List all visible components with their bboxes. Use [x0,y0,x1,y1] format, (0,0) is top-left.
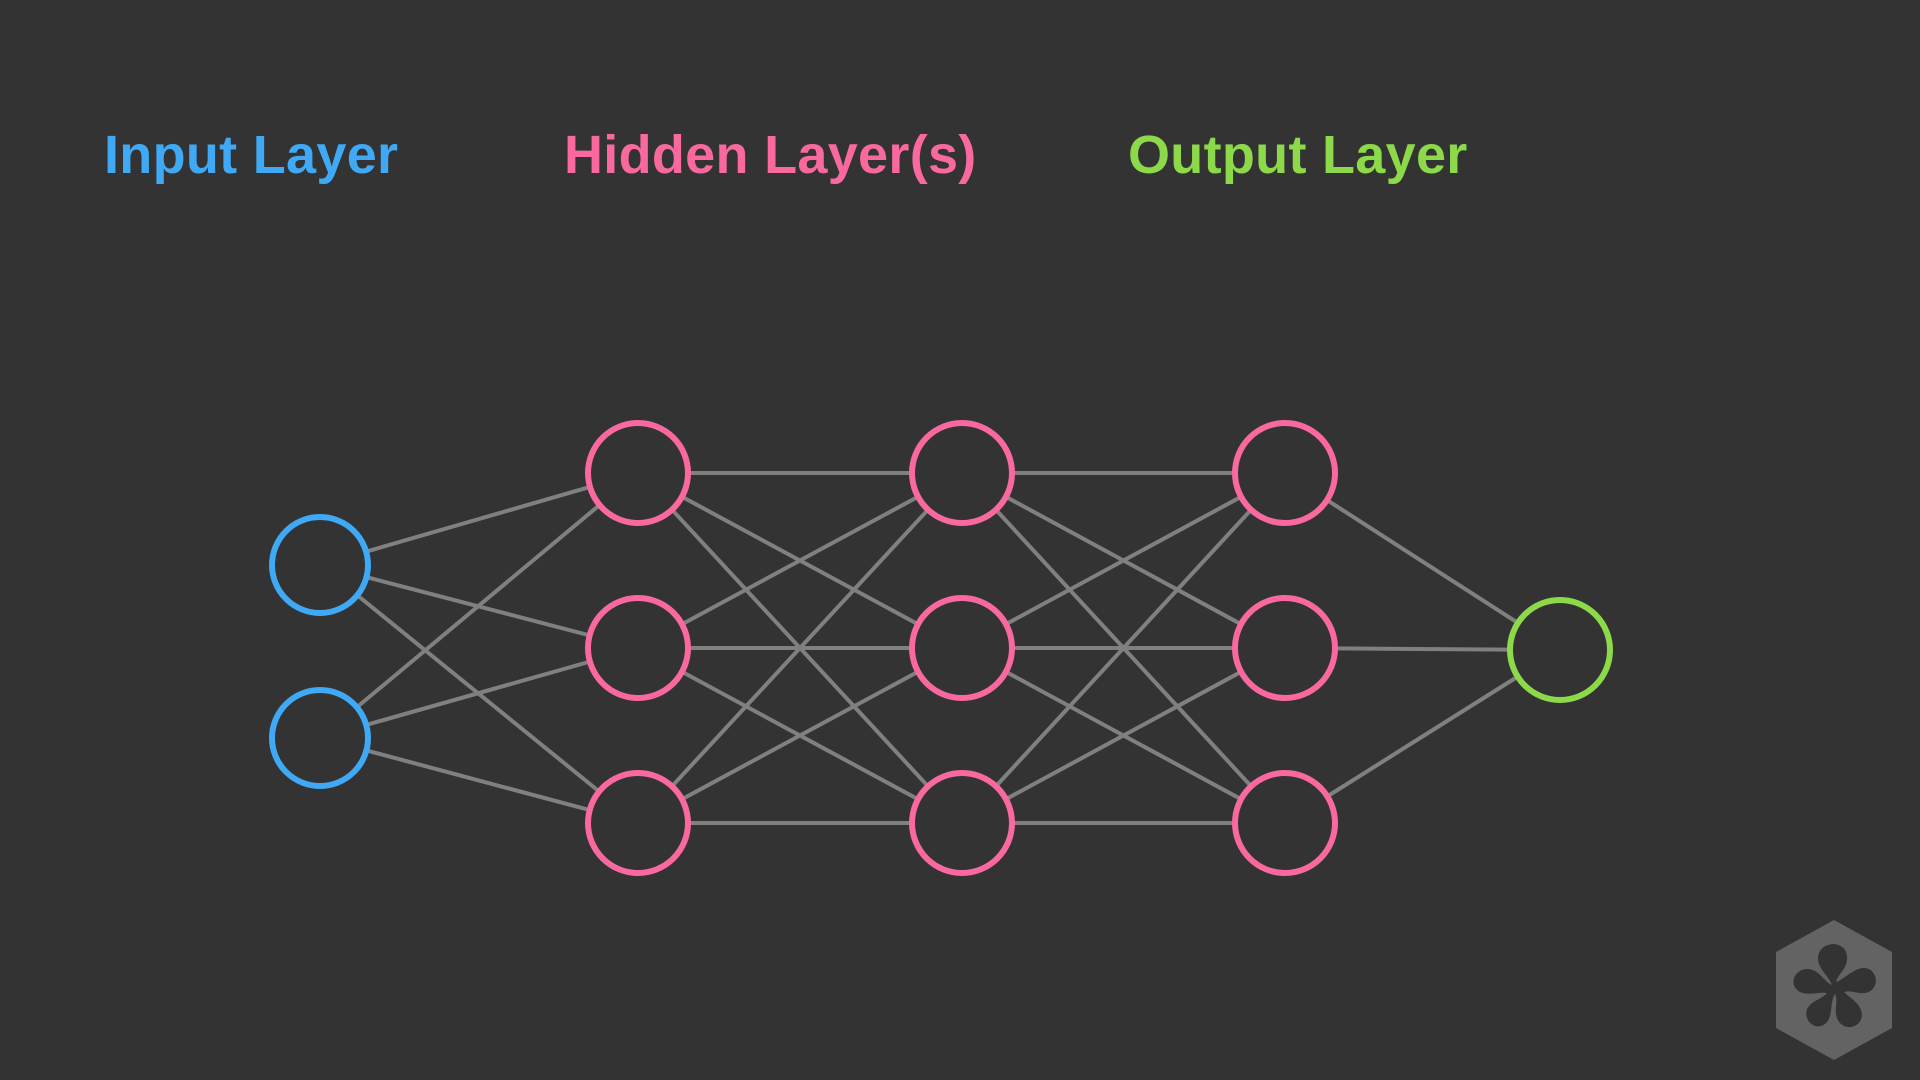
connection-edge [365,484,591,554]
neuron-node-h1a[interactable] [585,420,691,526]
connection-edge [1325,498,1520,625]
neuron-nodes [269,420,1613,876]
connection-edge [355,503,601,709]
neuron-node-h1c[interactable] [585,770,691,876]
connection-edge [994,508,1253,788]
connection-edge [365,748,591,813]
connection-edge [1005,495,1242,626]
layer-label-input: Input Layer [104,125,399,185]
connection-edge [1334,646,1511,652]
neuron-node-h1b[interactable] [585,595,691,701]
neuron-node-h3b[interactable] [1232,595,1338,701]
neuron-node-h3a[interactable] [1232,420,1338,526]
connection-edge [681,670,919,801]
neuron-node-i2[interactable] [269,687,371,789]
connection-edge [1326,674,1519,799]
connection-edges [355,471,1520,825]
neuron-node-o1[interactable] [1507,597,1613,703]
connection-edge [365,659,591,727]
neuron-node-h2b[interactable] [909,595,1015,701]
neuron-node-h2c[interactable] [909,770,1015,876]
neuron-node-h2a[interactable] [909,420,1015,526]
layer-label-output: Output Layer [1128,125,1468,185]
watermark-splat [1793,944,1876,1028]
hexagon-splat-logo-icon [1776,920,1892,1060]
connection-edge [1005,670,1242,801]
neuron-node-i1[interactable] [269,514,371,616]
connection-edge [670,508,930,788]
connection-edge [681,495,919,626]
neuron-node-h3c[interactable] [1232,770,1338,876]
layer-label-hidden: Hidden Layer(s) [564,125,977,185]
